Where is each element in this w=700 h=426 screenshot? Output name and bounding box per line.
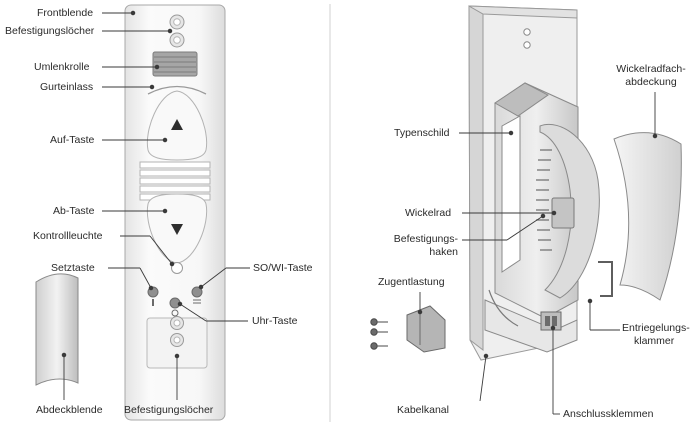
back-device — [468, 5, 613, 361]
wickelradfach-cover-part — [613, 132, 682, 301]
label-wickelradfach-line2: abdeckung — [625, 76, 677, 88]
label-befestigungshaken-line1: Befestigungs- — [393, 233, 458, 245]
left-leader-lines — [61, 10, 250, 400]
label-befestigungsloecher-top: Befestigungslöcher — [5, 25, 95, 37]
label-zugentlastung: Zugentlastung — [378, 276, 445, 288]
label-setztaste: Setztaste — [51, 262, 95, 274]
right-leader-lines — [417, 92, 658, 415]
label-anschlussklemmen: Anschlussklemmen — [563, 408, 654, 420]
label-kabelkanal: Kabelkanal — [397, 404, 449, 416]
label-frontblende: Frontblende — [37, 7, 94, 19]
label-gurteinlass: Gurteinlass — [40, 81, 94, 93]
label-befestigungshaken-line2: haken — [429, 246, 458, 258]
label-so-wi-taste: SO/WI-Taste — [253, 262, 313, 274]
label-entriegelung-line1: Entriegelungs- — [622, 322, 690, 334]
label-entriegelung-line2: klammer — [634, 335, 675, 347]
label-befestigungsloecher-bottom: Befestigungslöcher — [124, 404, 214, 416]
zugentlastung-part — [370, 305, 446, 353]
label-auf-taste: Auf-Taste — [50, 134, 95, 146]
label-ab-taste: Ab-Taste — [53, 205, 95, 217]
label-wickelrad: Wickelrad — [405, 207, 452, 219]
label-wickelradfach-line1: Wickelradfach- — [616, 63, 686, 75]
label-umlenkrolle: Umlenkrolle — [34, 61, 90, 73]
label-kontrollleuchte: Kontrollleuchte — [33, 230, 103, 242]
label-abdeckblende: Abdeckblende — [36, 404, 103, 416]
label-uhr-taste: Uhr-Taste — [252, 315, 298, 327]
label-typenschild: Typenschild — [394, 127, 450, 139]
abdeckblende-part — [35, 273, 79, 386]
